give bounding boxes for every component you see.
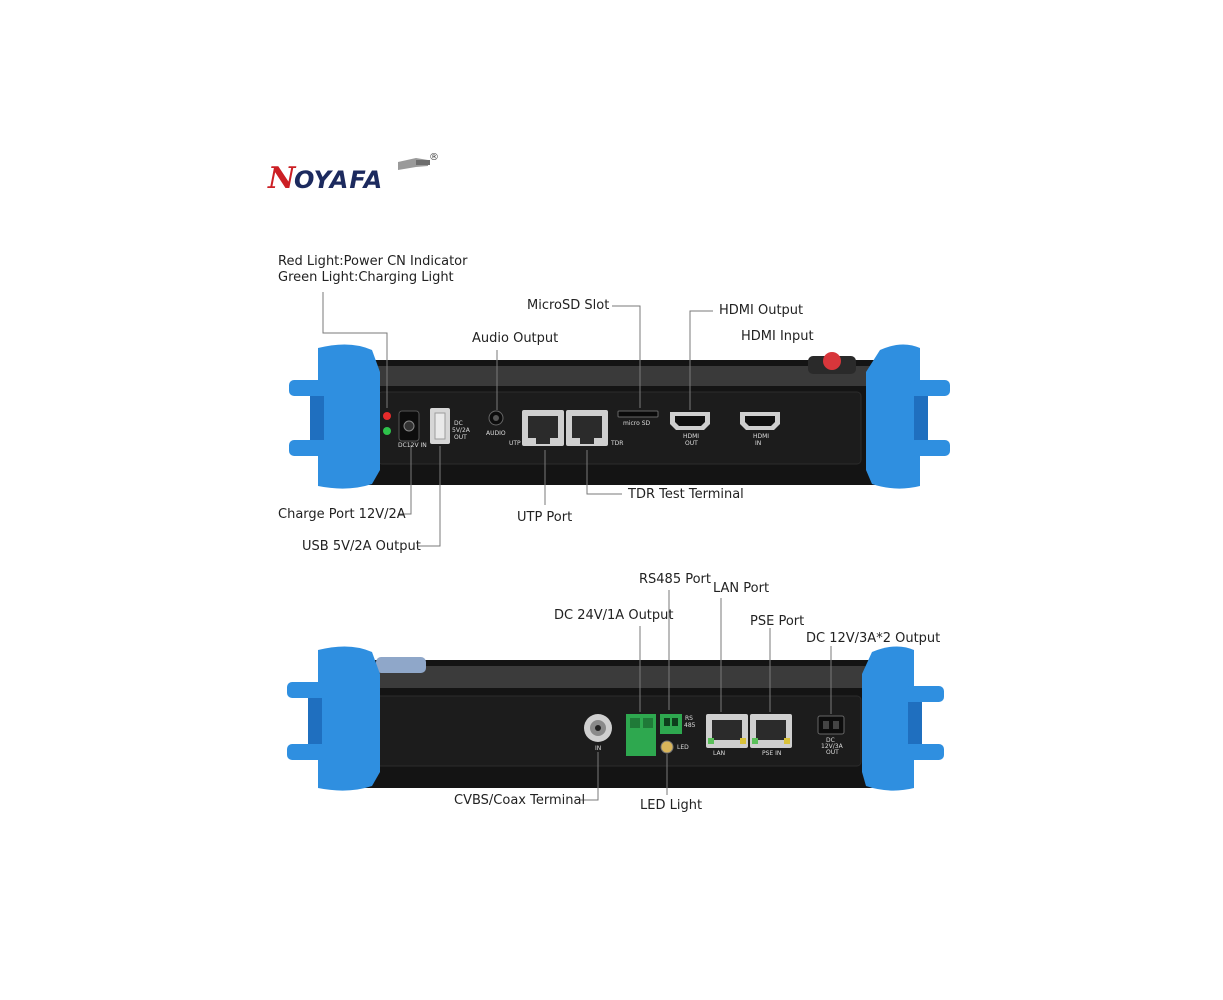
audio-output-callout: Audio Output: [472, 331, 559, 346]
hdmi-in-label-2: IN: [755, 440, 762, 447]
microsd-callout: MicroSD Slot: [527, 298, 610, 313]
power-button: [823, 352, 841, 370]
bottom-left-bumper: [287, 646, 380, 791]
rs485-label-2: 485: [684, 722, 696, 729]
hdmi-output-callout: HDMI Output: [719, 303, 804, 318]
hdmi-input-callout: HDMI Input: [741, 329, 814, 344]
tdr-label: TDR: [611, 440, 624, 447]
utp-port-callout: UTP Port: [517, 510, 573, 525]
tdr-terminal-callout: TDR Test Terminal: [628, 487, 744, 502]
lan-callout: LAN Port: [713, 581, 770, 596]
usb-label-1: DC: [454, 420, 463, 427]
hdmi-out-label-1: HDMI: [683, 433, 700, 440]
usb-output-callout: USB 5V/2A Output: [302, 539, 421, 554]
rs485-port: [660, 714, 682, 734]
bottom-callout-lines: [580, 590, 832, 801]
dc-in-label: DC12V IN: [398, 442, 427, 449]
bottom-right-bumper: [862, 646, 944, 791]
hdmi-in-label-1: HDMI: [753, 433, 770, 440]
top-callout-lines: [322, 292, 713, 547]
microsd-label: micro SD: [623, 420, 651, 427]
dc24-callout: DC 24V/1A Output: [554, 608, 674, 623]
dc12-callout: DC 12V/3A*2 Output: [806, 631, 941, 646]
hdmi-out-label-2: OUT: [685, 440, 698, 447]
dc12-output-port: [817, 715, 845, 735]
pse-callout: PSE Port: [750, 614, 805, 629]
top-right-bumper: [866, 344, 950, 489]
led-light: [660, 740, 674, 754]
pse-label: PSE IN: [762, 750, 782, 757]
led-label: LED: [677, 744, 689, 751]
audio-label: AUDIO: [486, 430, 506, 437]
rs485-callout: RS485 Port: [639, 572, 712, 587]
noyafa-logo: N OYAFA: [267, 158, 430, 196]
charge-port-callout: Charge Port 12V/2A: [278, 507, 406, 522]
cvbs-callout: CVBS/Coax Terminal: [454, 793, 586, 808]
dc12-label-1: DC: [826, 737, 835, 744]
usb-label-3: OUT: [454, 434, 467, 441]
indicator-callout-line2: Green Light:Charging Light: [278, 270, 454, 285]
lan-label: LAN: [713, 750, 726, 757]
rs485-label-1: RS: [685, 715, 693, 722]
top-left-bumper: [289, 344, 380, 489]
green-led: [383, 427, 391, 435]
svg-text:OYAFA: OYAFA: [294, 166, 383, 194]
utp-label: UTP: [509, 440, 521, 447]
led-callout: LED Light: [640, 798, 703, 813]
microsd-slot: [617, 410, 659, 418]
red-led: [383, 412, 391, 420]
dc12-label-2: 12V/3A: [821, 743, 843, 750]
trademark-symbol: ®: [429, 152, 439, 163]
dc12-label-3: OUT: [826, 749, 839, 756]
usb-label-2: 5V/2A: [452, 427, 470, 434]
indicator-callout-line1: Red Light:Power CN Indicator: [278, 254, 468, 269]
bnc-label: IN: [595, 745, 602, 752]
svg-text:N: N: [267, 161, 297, 196]
